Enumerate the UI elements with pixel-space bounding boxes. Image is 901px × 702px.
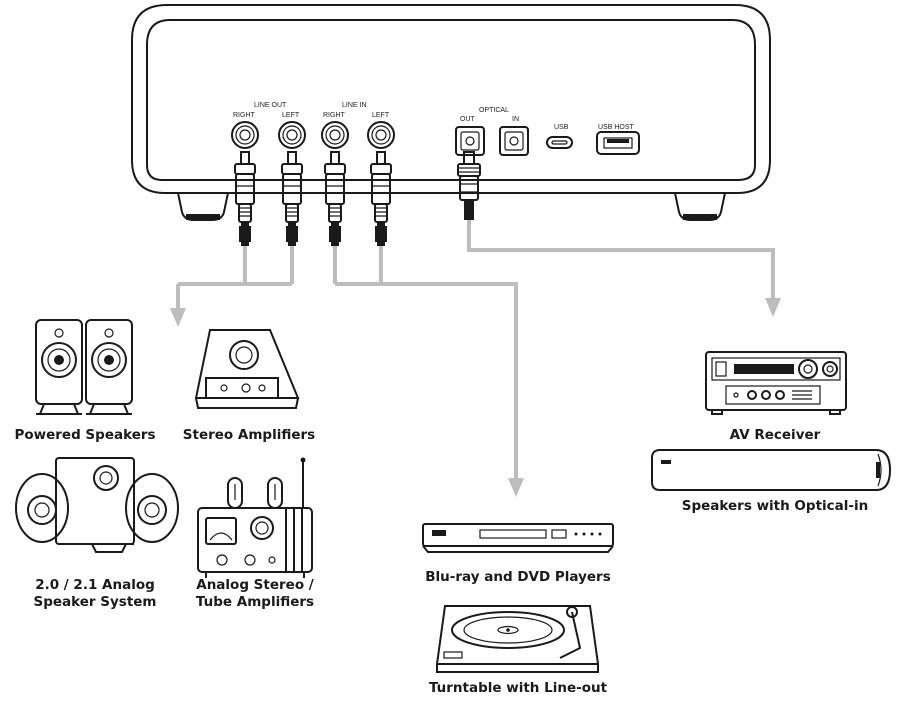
- caption-av-receiver: AV Receiver: [700, 427, 850, 444]
- av-receiver-label: AV Receiver: [729, 427, 821, 443]
- label-usb: USB: [554, 124, 569, 131]
- label-optical-in: IN: [512, 116, 519, 123]
- analog-speaker-label-line1: 2.0 / 2.1 Analog: [35, 577, 155, 593]
- optical-plug: [457, 151, 481, 220]
- stereo-amplifiers-label: Stereo Amplifiers: [182, 427, 316, 443]
- caption-stereo-amplifiers: Stereo Amplifiers: [174, 427, 324, 444]
- tube-amp-label-line1: Analog Stereo /: [196, 577, 314, 593]
- line-in-arrow: [508, 478, 524, 497]
- tube-amp-label-line2: Tube Amplifiers: [195, 594, 315, 610]
- bluray-player-icon: [422, 523, 614, 553]
- optical-in-port: [499, 126, 529, 156]
- label-optical: OPTICAL: [479, 107, 509, 114]
- label-left-out: LEFT: [282, 112, 300, 119]
- label-optical-out: OUT: [460, 116, 476, 123]
- caption-turntable: Turntable with Line-out: [410, 680, 626, 697]
- rca-jack-left-out: [278, 121, 306, 149]
- rca-jack-right-in: [321, 121, 349, 149]
- label-line-out: LINE OUT: [254, 102, 287, 109]
- turntable-label: Turntable with Line-out: [428, 680, 608, 696]
- line-in-connection: [333, 246, 518, 480]
- bluray-label: Blu-ray and DVD Players: [425, 569, 611, 585]
- rca-plugs: [234, 151, 392, 246]
- caption-powered-speakers: Powered Speakers: [5, 427, 165, 444]
- label-right-in: RIGHT: [323, 112, 346, 119]
- powered-speakers-label: Powered Speakers: [14, 427, 156, 443]
- label-line-in: LINE IN: [342, 102, 367, 109]
- analog-speaker-label-line2: Speaker System: [33, 594, 157, 610]
- rca-jack-left-in: [367, 121, 395, 149]
- soundbar-icon: [651, 449, 892, 491]
- rca-jack-right-out: [231, 121, 259, 149]
- connection-lines: [170, 220, 781, 497]
- stereo-amplifier-icon: [194, 329, 300, 409]
- device-back-panel: [131, 4, 771, 221]
- optical-speakers-label: Speakers with Optical-in: [681, 498, 869, 514]
- line-out-arrow: [170, 308, 186, 327]
- caption-analog-speaker-system: 2.0 / 2.1 Analog Speaker System: [10, 577, 180, 611]
- tube-amplifier-icon: [197, 457, 313, 578]
- analog-speaker-system-icon: [15, 457, 179, 553]
- turntable-icon: [435, 605, 600, 673]
- caption-bluray: Blu-ray and DVD Players: [410, 569, 626, 586]
- optical-connection: [467, 220, 775, 300]
- label-usb-host: USB HOST: [598, 124, 635, 131]
- av-receiver-icon: [705, 351, 847, 415]
- optical-out-port: [455, 126, 485, 156]
- label-right-out: RIGHT: [233, 112, 256, 119]
- line-out-connection: [176, 246, 294, 310]
- caption-optical-speakers: Speakers with Optical-in: [660, 498, 890, 515]
- optical-arrow: [765, 298, 781, 317]
- usb-host-port: [596, 131, 640, 155]
- label-left-in: LEFT: [372, 112, 390, 119]
- powered-speakers-icon: [35, 319, 133, 415]
- caption-tube-amplifiers: Analog Stereo / Tube Amplifiers: [180, 577, 330, 611]
- usb-c-port: [546, 136, 573, 149]
